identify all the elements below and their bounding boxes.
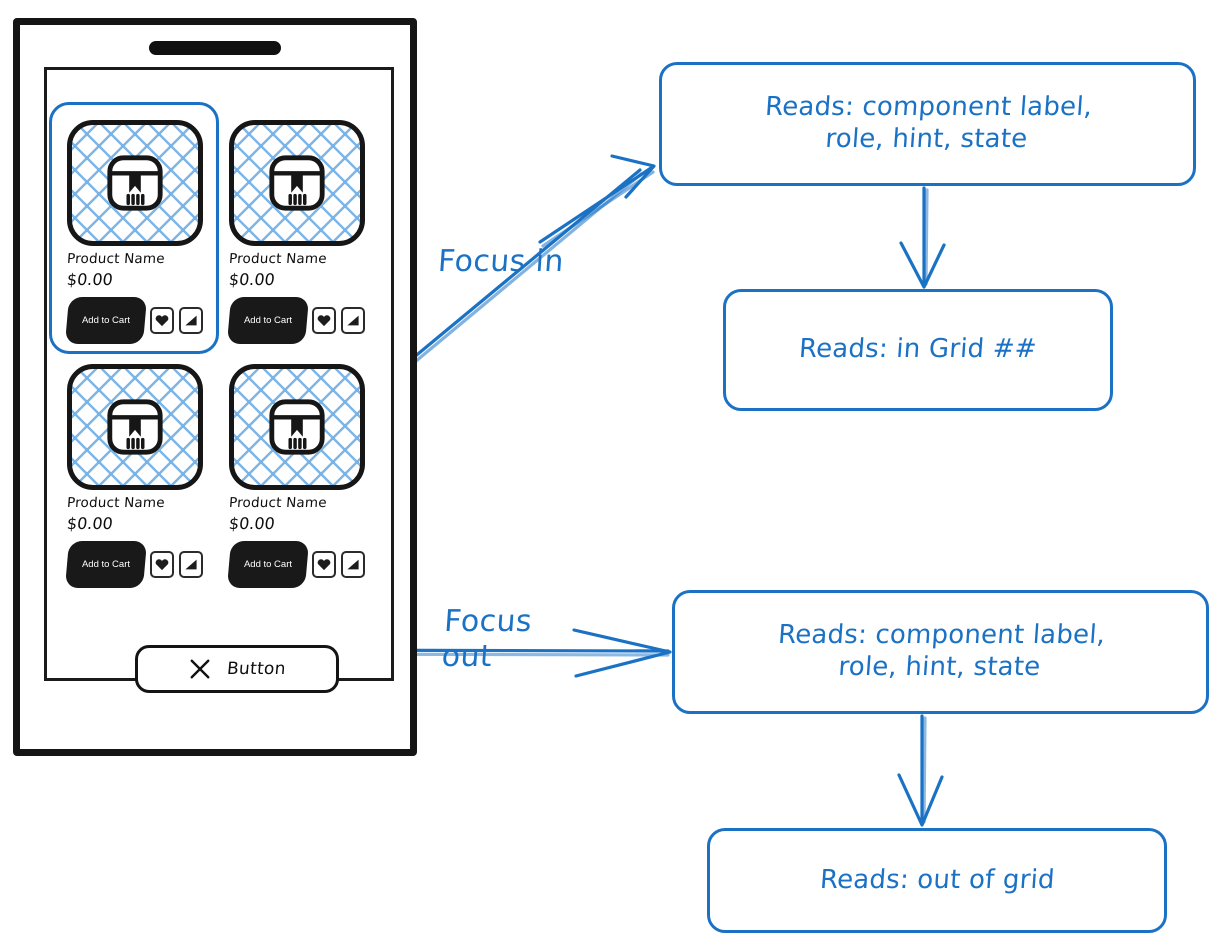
- product-price: $0.00: [228, 514, 276, 533]
- product-price: $0.00: [228, 270, 276, 289]
- heart-icon: [317, 315, 331, 327]
- product-price: $0.00: [66, 270, 114, 289]
- callout-text: Reads: component label, role, hint, stat…: [764, 92, 1094, 154]
- favorite-button[interactable]: [150, 551, 174, 578]
- add-to-cart-label: Add to Cart: [243, 558, 293, 570]
- package-box-icon: [269, 399, 325, 455]
- heart-icon: [155, 315, 169, 327]
- share-icon: [185, 559, 197, 570]
- out-of-grid-arrowhead: [897, 773, 944, 827]
- product-grid: Product Name $0.00 Add to Cart: [49, 102, 381, 594]
- product-name: Product Name: [66, 495, 166, 511]
- package-box-icon: [107, 399, 163, 455]
- add-to-cart-button[interactable]: Add to Cart: [226, 541, 310, 588]
- heart-icon: [317, 559, 331, 571]
- add-to-cart-label: Add to Cart: [81, 314, 131, 326]
- product-thumbnail: [229, 120, 365, 246]
- share-button[interactable]: [179, 307, 203, 334]
- card-actions: Add to Cart: [64, 297, 207, 344]
- focus-out-edge-label: Focus out: [440, 604, 534, 674]
- product-price: $0.00: [66, 514, 114, 533]
- favorite-button[interactable]: [312, 307, 336, 334]
- callout-text: Reads: in Grid ##: [798, 334, 1038, 365]
- callout-focus-in-reads: Reads: component label, role, hint, stat…: [659, 62, 1196, 186]
- product-name: Product Name: [66, 251, 166, 267]
- share-icon: [185, 315, 197, 326]
- card-actions: Add to Cart: [226, 541, 369, 588]
- add-to-cart-label: Add to Cart: [243, 314, 293, 326]
- callout-in-grid: Reads: in Grid ##: [723, 289, 1113, 411]
- callout-text: Reads: component label, role, hint, stat…: [777, 620, 1107, 682]
- focus-in-arrowhead: [610, 154, 656, 199]
- card-actions: Add to Cart: [64, 541, 207, 588]
- screen-button-label: Button: [225, 659, 287, 679]
- share-icon: [347, 315, 359, 326]
- package-box-icon: [107, 155, 163, 211]
- share-button[interactable]: [179, 551, 203, 578]
- focus-out-arrowhead: [572, 628, 672, 678]
- product-card[interactable]: Product Name $0.00 Add to Cart: [223, 358, 373, 594]
- phone-screen: Product Name $0.00 Add to Cart: [44, 67, 394, 693]
- product-card[interactable]: Product Name $0.00 Add to Cart: [61, 358, 211, 594]
- add-to-cart-button[interactable]: Add to Cart: [226, 297, 310, 344]
- focus-in-connector-upper: [538, 166, 653, 244]
- product-name: Product Name: [228, 495, 328, 511]
- focus-in-edge-label: Focus in: [436, 244, 566, 279]
- share-button[interactable]: [341, 551, 365, 578]
- card-actions: Add to Cart: [226, 297, 369, 344]
- product-card[interactable]: Product Name $0.00 Add to Cart: [223, 114, 373, 350]
- product-card[interactable]: Product Name $0.00 Add to Cart: [49, 102, 219, 354]
- heart-icon: [155, 559, 169, 571]
- callout-focus-out-reads: Reads: component label, role, hint, stat…: [672, 590, 1209, 714]
- share-button[interactable]: [341, 307, 365, 334]
- favorite-button[interactable]: [312, 551, 336, 578]
- add-to-cart-label: Add to Cart: [81, 558, 131, 570]
- add-to-cart-button[interactable]: Add to Cart: [64, 297, 148, 344]
- product-thumbnail: [67, 120, 203, 246]
- screen-button[interactable]: Button: [135, 645, 339, 693]
- add-to-cart-button[interactable]: Add to Cart: [64, 541, 148, 588]
- callout-out-of-grid: Reads: out of grid: [707, 828, 1167, 933]
- callout-text: Reads: out of grid: [818, 864, 1056, 895]
- product-thumbnail: [67, 364, 203, 490]
- package-box-icon: [269, 155, 325, 211]
- share-icon: [347, 559, 359, 570]
- phone-mockup: Product Name $0.00 Add to Cart: [13, 18, 417, 756]
- favorite-button[interactable]: [150, 307, 174, 334]
- product-name: Product Name: [228, 251, 328, 267]
- x-close-icon: [190, 659, 210, 679]
- in-grid-arrowhead: [899, 241, 946, 289]
- speaker-bar-icon: [149, 41, 281, 55]
- product-thumbnail: [229, 364, 365, 490]
